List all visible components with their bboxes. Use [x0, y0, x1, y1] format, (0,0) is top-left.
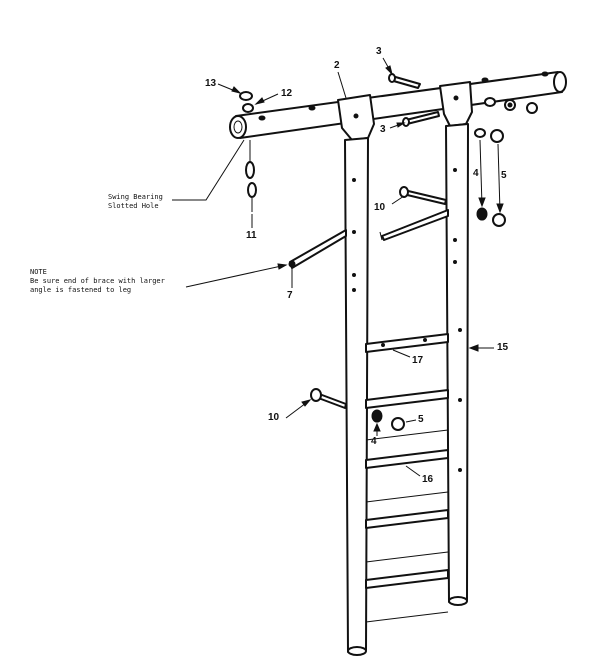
swing-bearing-line-2: Slotted Hole	[108, 202, 159, 210]
callout-12: 12	[281, 88, 293, 99]
right-leg	[445, 123, 469, 606]
callout-4-lower: 4	[371, 436, 377, 447]
hardware-lower	[371, 409, 405, 431]
swing-bearing-line-1: Swing Bearing	[108, 193, 163, 201]
callout-3-lower: 3	[380, 124, 386, 135]
note-line-2: angle is fastened to leg	[30, 286, 132, 294]
callout-17: 17	[412, 355, 424, 366]
callout-5-upper: 5	[501, 170, 507, 181]
callout-3-upper: 3	[376, 46, 382, 57]
right-brace	[379, 209, 449, 241]
callout-10-upper: 10	[374, 202, 386, 213]
bolt-10-upper	[399, 186, 447, 205]
note-title: NOTE	[30, 268, 47, 276]
swing-hanger	[239, 91, 257, 212]
note-line-1: Be sure end of brace with larger	[30, 277, 165, 285]
callout-7: 7	[287, 290, 293, 301]
bolt-10-lower	[310, 388, 347, 409]
callout-10-lower: 10	[268, 412, 280, 423]
callout-2: 2	[334, 60, 340, 71]
callout-15: 15	[497, 342, 509, 353]
callout-16: 16	[422, 474, 434, 485]
callout-13: 13	[205, 78, 217, 89]
left-bracket	[337, 94, 375, 141]
leader-lines	[172, 57, 504, 477]
brace-note: NOTE Be sure end of brace with larger an…	[30, 268, 165, 295]
swing-bearing-label: Swing Bearing Slotted Hole	[108, 193, 163, 211]
right-bracket	[439, 81, 473, 127]
callout-11: 11	[246, 230, 257, 241]
callout-4-upper: 4	[473, 168, 479, 179]
hardware-right-upper	[474, 97, 538, 227]
callout-5-lower: 5	[418, 414, 424, 425]
left-brace	[288, 229, 347, 269]
bolt-3-lower	[402, 111, 440, 127]
ladder-rungs	[365, 333, 449, 623]
bolt-3-upper	[388, 73, 421, 89]
left-leg	[344, 137, 369, 656]
